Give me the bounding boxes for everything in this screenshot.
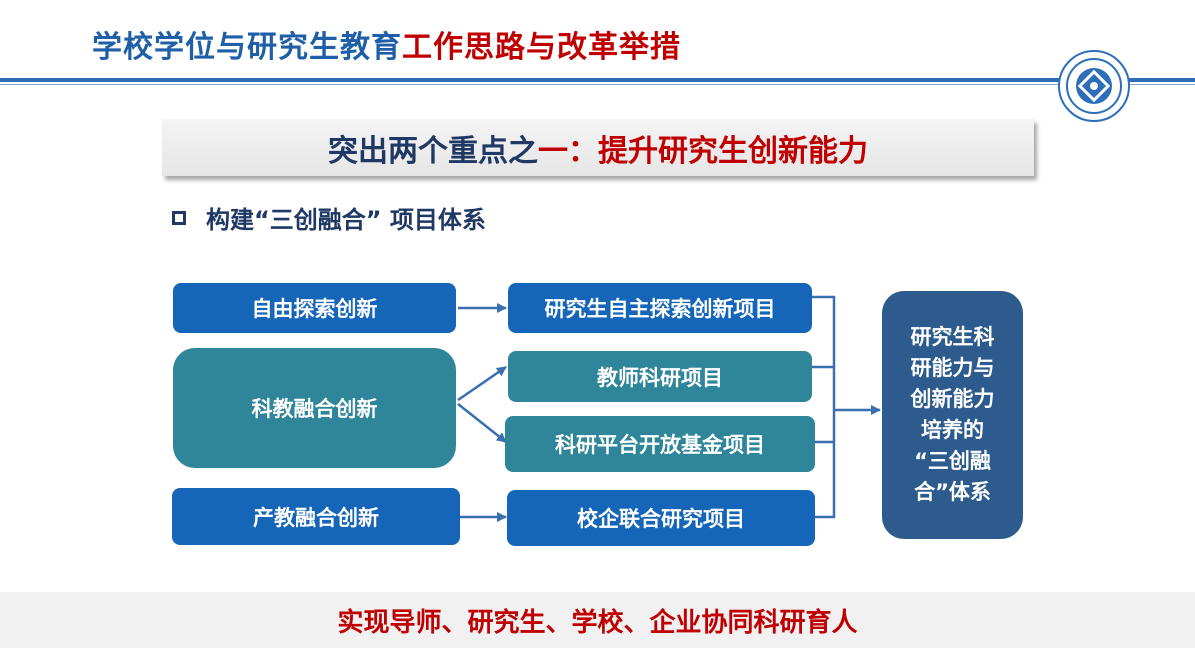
- banner-part2: 一：提升研究生创新能力: [538, 133, 868, 169]
- footer-banner: 实现导师、研究生、学校、企业协同科研育人: [0, 592, 1195, 648]
- highlight-banner: 突出两个重点之一：提升研究生创新能力: [162, 119, 1034, 176]
- section-heading: 构建“三创融合” 项目体系: [172, 200, 486, 235]
- project-teacher-research: 教师科研项目: [508, 351, 812, 402]
- banner-part1: 突出两个重点之: [328, 133, 538, 169]
- header-rule-thin: [0, 84, 1195, 85]
- source-free-exploration: 自由探索创新: [173, 283, 456, 333]
- arrow-platform-fund: [457, 403, 507, 443]
- university-logo: [1058, 50, 1130, 122]
- project-platform-fund: 科研平台开放基金项目: [505, 416, 815, 472]
- page-title: 学校学位与研究生教育工作思路与改革举措: [92, 22, 681, 66]
- source-industry-education: 产教融合创新: [172, 488, 460, 545]
- footer-text: 实现导师、研究生、学校、企业协同科研育人: [337, 607, 858, 638]
- bracket-connector: [812, 295, 836, 519]
- source-science-education: 科教融合创新: [173, 348, 456, 468]
- page-title-part1: 学校学位与研究生教育: [92, 30, 402, 65]
- result-system-box: 研究生科 研能力与 创新能力 培养的 “三创融 合”体系: [882, 291, 1023, 539]
- square-bullet-icon: [172, 210, 186, 225]
- section-heading-text: 构建“三创融合” 项目体系: [206, 206, 486, 234]
- project-industry-cooperation: 校企联合研究项目: [507, 490, 815, 546]
- project-student-exploration: 研究生自主探索创新项目: [508, 283, 812, 333]
- page-title-part2: 工作思路与改革举措: [402, 30, 681, 65]
- header-rule: [0, 78, 1195, 82]
- arrow-teacher-project: [457, 365, 507, 402]
